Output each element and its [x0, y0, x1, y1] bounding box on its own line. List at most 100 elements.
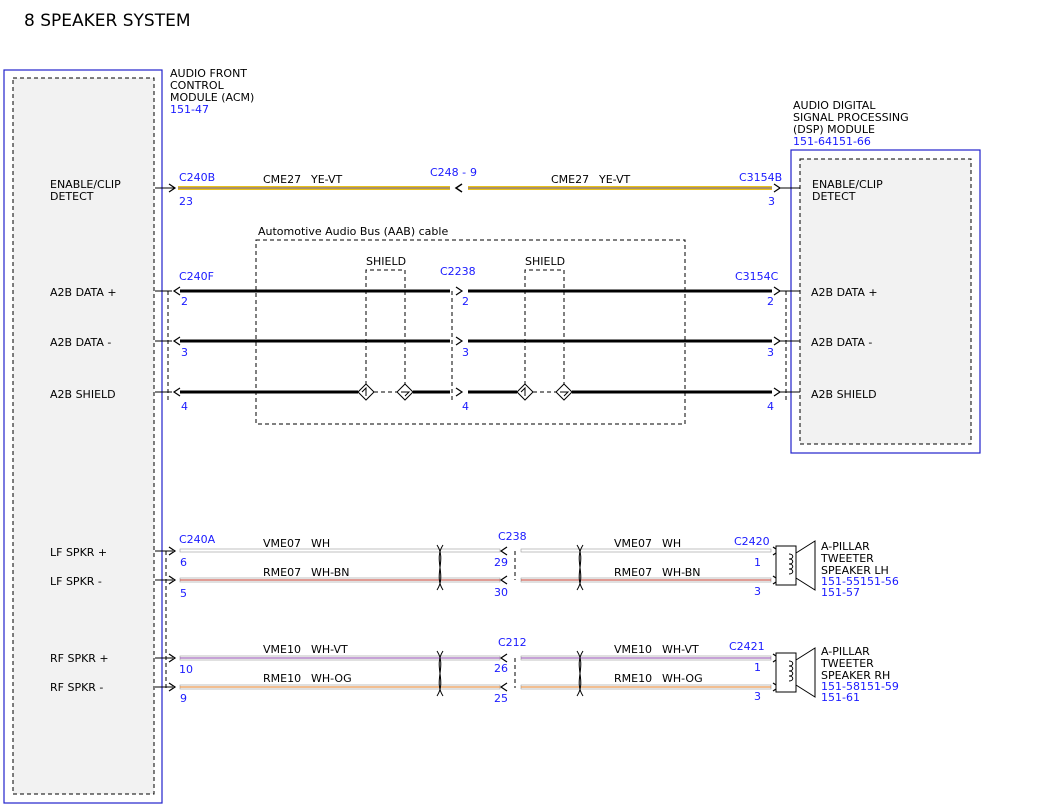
- pin-a2b-shield-dsp: 4: [767, 400, 774, 413]
- acm-pin-a2b-plus: A2B DATA +: [50, 286, 117, 299]
- connector-c2420: C2420: [734, 535, 770, 548]
- rh-tweeter-ref-1: 151-58151-59: [821, 680, 899, 693]
- acm-name-2: CONTROL: [170, 79, 225, 92]
- pin-rf-minus-c2421: 3: [754, 690, 761, 703]
- pin-a2b-minus-dsp: 3: [767, 346, 774, 359]
- wire-vme10-code-right: VME10: [614, 643, 652, 656]
- pin-a2b-plus-dsp: 2: [767, 295, 774, 308]
- wire-rme07-code-left: RME07: [263, 566, 301, 579]
- wire-vme07-code-right: VME07: [614, 537, 652, 550]
- pin-rf-minus-c212: 25: [494, 692, 508, 705]
- acm-pin-enable-1: ENABLE/CLIP: [50, 178, 121, 191]
- pin-lf-plus-c238: 29: [494, 556, 508, 569]
- wire-vme07-color-left: WH: [311, 537, 330, 550]
- lh-tweeter-name-1: A-PILLAR: [821, 540, 870, 553]
- pin-c3154b: 3: [768, 195, 775, 208]
- pin-a2b-minus-c2238: 3: [462, 346, 469, 359]
- dsp-name-1: AUDIO DIGITAL: [793, 99, 876, 112]
- acm-pin-lf-plus: LF SPKR +: [50, 546, 107, 559]
- lh-tweeter-ref-2: 151-57: [821, 586, 860, 599]
- aab-cable-box: [255, 239, 686, 425]
- shield-bracket-left: [365, 269, 406, 392]
- wire-rme10-code-left: RME10: [263, 672, 301, 685]
- connector-c240f: C240F: [179, 270, 214, 283]
- wire-rme10-color-right: WH-OG: [662, 672, 703, 685]
- pin-a2b-minus-acm: 3: [181, 346, 188, 359]
- wire-vme07-color-right: WH: [662, 537, 681, 550]
- pin-rf-plus-c212: 26: [494, 662, 508, 675]
- pin-c248: 9: [470, 166, 477, 179]
- connector-c2238: C2238: [440, 265, 476, 278]
- shield-label-left: SHIELD: [366, 255, 406, 268]
- dsp-pin-enable-2: DETECT: [812, 190, 856, 203]
- lh-tweeter-ref-1: 151-55151-56: [821, 575, 899, 588]
- shield-bracket-right: [524, 269, 565, 392]
- connector-c240b: C240B: [179, 171, 215, 184]
- speaker-rh-icon: [775, 647, 816, 698]
- pin-lf-minus-c2420: 3: [754, 585, 761, 598]
- wire-a2b-minus: [155, 336, 800, 346]
- connector-c212: C212: [498, 636, 527, 649]
- rh-tweeter-ref-2: 151-61: [821, 691, 860, 704]
- connector-c3154c: C3154C: [735, 270, 779, 283]
- speaker-lh-icon: [775, 540, 816, 591]
- dsp-pin-a2b-minus: A2B DATA -: [811, 336, 872, 349]
- aab-cable-label: Automotive Audio Bus (AAB) cable: [258, 225, 448, 238]
- pin-lf-minus-acm: 5: [180, 587, 187, 600]
- acm-pin-rf-minus: RF SPKR -: [50, 681, 103, 694]
- acm-pin-enable-2: DETECT: [50, 190, 94, 203]
- pin-a2b-shield-c2238: 4: [462, 400, 469, 413]
- dsp-ref: 151-64151-66: [793, 135, 871, 148]
- acm-pin-a2b-minus: A2B DATA -: [50, 336, 111, 349]
- wire-cme27-color-left: YE-VT: [310, 173, 343, 186]
- wire-vme07: [155, 546, 781, 556]
- wire-vme10-code-left: VME10: [263, 643, 301, 656]
- connector-c248: C248 -: [430, 166, 466, 179]
- wire-vme10-color-right: WH-VT: [662, 643, 699, 656]
- pin-lf-minus-c238: 30: [494, 586, 508, 599]
- connector-c238: C238: [498, 530, 527, 543]
- rh-tweeter-name-2: TWEETER: [820, 657, 874, 670]
- dsp-module-body: [799, 158, 972, 445]
- wire-a2b-plus: [155, 286, 800, 296]
- dsp-module-outline: [790, 149, 981, 454]
- pin-a2b-shield-acm: 4: [181, 400, 188, 413]
- rh-tweeter-name-3: SPEAKER RH: [821, 669, 890, 682]
- dsp-pin-a2b-shield: A2B SHIELD: [811, 388, 877, 401]
- rh-tweeter-name-1: A-PILLAR: [821, 645, 870, 658]
- acm-module-body: [12, 77, 155, 795]
- wire-rme10-code-right: RME10: [614, 672, 652, 685]
- pin-rf-plus-acm: 10: [179, 663, 193, 676]
- wire-rme07: [155, 575, 781, 585]
- connector-c240a: C240A: [179, 533, 216, 546]
- wire-vme07-code-left: VME07: [263, 537, 301, 550]
- wire-rme07-color-left: WH-BN: [311, 566, 350, 579]
- wire-rme07-code-right: RME07: [614, 566, 652, 579]
- pin-c240b: 23: [179, 195, 193, 208]
- dsp-pin-enable-1: ENABLE/CLIP: [812, 178, 883, 191]
- wire-cme27-code-left: CME27: [263, 173, 301, 186]
- lh-tweeter-name-3: SPEAKER LH: [821, 564, 889, 577]
- pin-rf-plus-c2421: 1: [754, 661, 761, 674]
- dsp-name-2: SIGNAL PROCESSING: [793, 111, 909, 124]
- acm-pin-lf-minus: LF SPKR -: [50, 575, 102, 588]
- twist-lf-2: [576, 544, 584, 591]
- wire-cme27-color-right: YE-VT: [598, 173, 631, 186]
- acm-name-1: AUDIO FRONT: [170, 67, 247, 80]
- pin-a2b-plus-acm: 2: [181, 295, 188, 308]
- wire-rme07-color-right: WH-BN: [662, 566, 701, 579]
- dsp-pin-a2b-plus: A2B DATA +: [811, 286, 878, 299]
- wire-vme10: [155, 653, 781, 663]
- pin-rf-minus-acm: 9: [180, 692, 187, 705]
- lh-tweeter-name-2: TWEETER: [820, 552, 874, 565]
- acm-pin-a2b-shield: A2B SHIELD: [50, 388, 116, 401]
- pin-a2b-plus-c2238: 2: [462, 295, 469, 308]
- pin-lf-plus-c2420: 1: [754, 556, 761, 569]
- wire-a2b-shield: [155, 383, 800, 401]
- wire-cme27: [155, 183, 800, 193]
- wire-cme27-code-right: CME27: [551, 173, 589, 186]
- connector-c3154b: C3154B: [739, 171, 782, 184]
- acm-pin-rf-plus: RF SPKR +: [50, 652, 109, 665]
- connector-c2421: C2421: [729, 640, 765, 653]
